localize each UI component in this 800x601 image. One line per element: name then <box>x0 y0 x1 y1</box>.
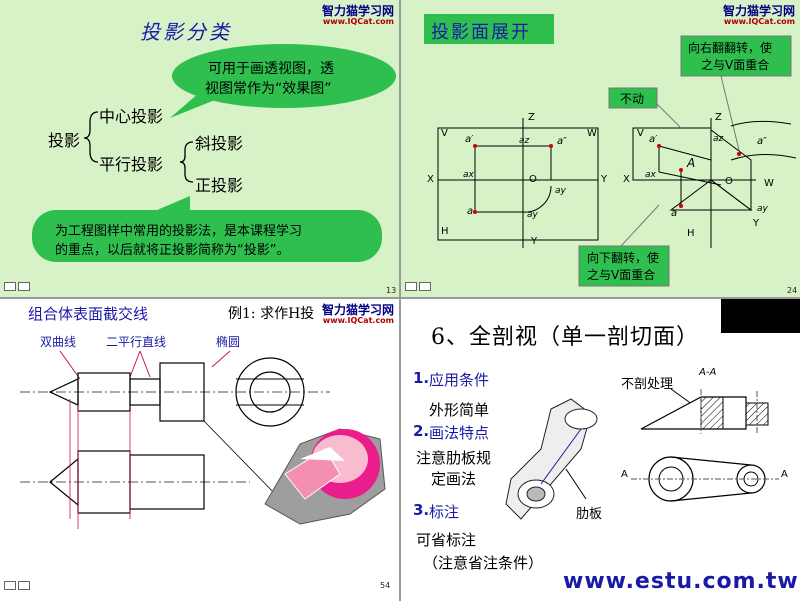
logo-name: 智力猫学习网 <box>723 4 796 18</box>
slide3-title: 组合体表面截交线 <box>28 305 149 323</box>
label-v-right: V <box>637 128 644 139</box>
slide3-drawing <box>20 350 386 529</box>
slide-nav-icon[interactable] <box>4 581 34 591</box>
cut-letter-left: A <box>621 469 628 480</box>
page-number: 24 <box>787 286 798 295</box>
label-parallel-lines: 二平行直线 <box>106 335 167 349</box>
vertical-divider <box>399 0 401 601</box>
cut-letter-right: A <box>781 469 788 480</box>
label-z-right: Z <box>715 112 722 123</box>
label-rib: 肋板 <box>576 507 603 522</box>
callout-orthographic-line1: 为工程图样中常用的投影法，是本课程学习 <box>55 224 303 239</box>
note-rotate-right-line2: 之与V面重合 <box>701 58 770 72</box>
slide-nav-icon[interactable] <box>405 282 435 292</box>
slide-projection-classification: 投影分类 智力猫学习网 www.IQCat.com 可用于画透视图，透 视图常作… <box>0 0 399 297</box>
item3-detail-line1: 可省标注 <box>416 531 477 549</box>
label-w-right: W <box>764 178 774 189</box>
item3-number: 3. <box>413 501 430 519</box>
label-a1-right: a′ <box>649 134 658 145</box>
watermark: www.estu.com.tw <box>563 569 799 594</box>
item2-number: 2. <box>413 422 430 440</box>
label-x-right: X <box>623 174 630 185</box>
label-not-cut: 不剖处理 <box>621 377 674 392</box>
node-center-projection: 中心投影 <box>99 107 164 126</box>
label-y2-left: Y <box>531 236 538 247</box>
slide2-title: 投影面展开 <box>431 22 531 43</box>
item2-detail-line2: 定画法 <box>431 470 477 488</box>
label-o-left: O <box>529 174 537 185</box>
page-number: 13 <box>386 286 397 295</box>
horizontal-divider <box>0 297 800 299</box>
label-h-left: H <box>441 226 449 237</box>
slide-nav-icon[interactable] <box>4 282 34 292</box>
slide-intersection-lines: 组合体表面截交线 例1: 求作H投 智力猫学习网 www.IQCat.com 双… <box>0 299 399 601</box>
label-z-left: Z <box>528 112 535 123</box>
label-h-right: H <box>687 228 695 239</box>
section-label: A-A <box>699 367 717 378</box>
label-hyperbola: 双曲线 <box>40 335 77 349</box>
label-w-left: W <box>587 128 597 139</box>
label-az-right: az <box>713 134 724 144</box>
logo-name: 智力猫学习网 <box>322 303 395 317</box>
node-oblique-projection: 斜投影 <box>195 134 244 153</box>
black-box <box>721 299 800 333</box>
label-v-left: V <box>441 128 448 139</box>
page-number: 54 <box>380 581 391 590</box>
slide1-diagram <box>32 44 396 262</box>
node-orthographic-projection: 正投影 <box>195 176 244 195</box>
label-a1-left: a′ <box>465 134 474 145</box>
slide4-drawing <box>505 388 779 520</box>
callout-perspective-line1: 可用于画透视图，透 <box>208 61 334 77</box>
label-a-right: a <box>671 208 678 219</box>
label-ax-right: ax <box>645 170 656 180</box>
label-a-left: a <box>467 206 474 217</box>
logo: 智力猫学习网 www.IQCat.com <box>322 301 395 325</box>
node-projection: 投影 <box>48 131 81 150</box>
label-ay2-left: ay <box>527 210 538 220</box>
item1-detail: 外形简单 <box>429 401 490 419</box>
logo-site: www.IQCat.com <box>322 17 395 26</box>
note-rotate-down-line2: 之与V面重合 <box>587 268 656 282</box>
logo-name: 智力猫学习网 <box>322 4 395 18</box>
note-rotate-right-line1: 向右翻翻转，使 <box>688 41 773 55</box>
label-o-right: O <box>725 176 733 187</box>
item3-detail-line2: （注意省注条件） <box>423 554 544 572</box>
label-a2-left: a″ <box>557 136 567 147</box>
item1-number: 1. <box>413 369 430 387</box>
slide4-title: 6、全剖视（单一剖切面） <box>431 325 699 350</box>
label-y-left: Y <box>601 174 608 185</box>
item3-text: 标注 <box>429 503 460 521</box>
label-x-left: X <box>427 174 434 185</box>
slide2-diagram <box>437 35 797 287</box>
node-parallel-projection: 平行投影 <box>99 155 164 174</box>
logo: 智力猫学习网 www.IQCat.com <box>322 2 394 26</box>
label-ellipse: 椭圆 <box>216 335 241 349</box>
slide1-title: 投影分类 <box>140 20 232 44</box>
label-ay-left: ay <box>555 186 566 196</box>
slide3-example: 例1: 求作H投 <box>228 306 315 322</box>
item1-text: 应用条件 <box>429 371 490 389</box>
note-fixed: 不动 <box>620 92 645 106</box>
label-A-right: A <box>687 156 696 170</box>
label-az-left: az <box>519 136 530 146</box>
slide-full-section-view: 6、全剖视（单一剖切面） 1. 应用条件 外形简单 2. 画法特点 注意肋板规 … <box>401 299 800 601</box>
label-ay-right: ay <box>757 204 768 214</box>
callout-perspective-line2: 视图常作为“效果图” <box>205 81 332 97</box>
logo: 智力猫学习网 www.IQCat.com <box>723 2 795 26</box>
callout-orthographic-line2: 的重点，以后就将正投影简称为“投影”。 <box>55 243 290 258</box>
label-ax-left: ax <box>463 170 474 180</box>
item2-text: 画法特点 <box>429 424 490 442</box>
label-y-right: Y <box>753 218 760 229</box>
logo-site: www.IQCat.com <box>723 17 796 26</box>
slide2-title-box <box>424 14 554 44</box>
label-a2-right: a″ <box>757 136 767 147</box>
note-rotate-down-line1: 向下翻转，使 <box>587 251 660 265</box>
slide-projection-unfolding: 投影面展开 智力猫学习网 www.IQCat.com <box>401 0 800 297</box>
item2-detail-line1: 注意肋板规 <box>416 449 492 467</box>
logo-site: www.IQCat.com <box>322 316 395 325</box>
